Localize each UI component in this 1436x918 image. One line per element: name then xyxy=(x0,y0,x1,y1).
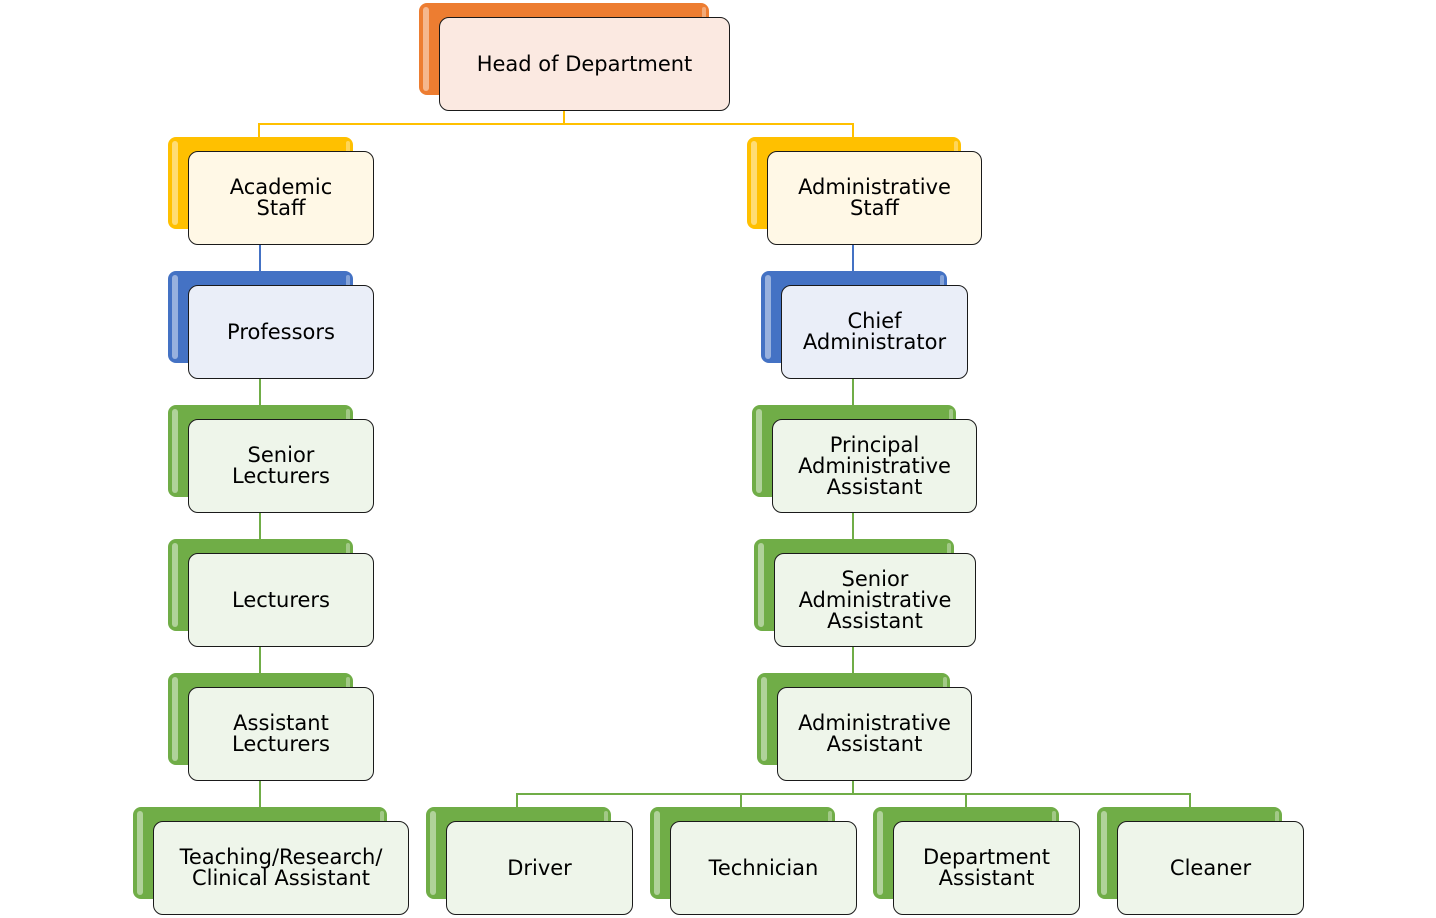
node-label: Head of Department xyxy=(476,51,693,76)
node-label: Lecturers xyxy=(231,587,330,612)
node-label: Driver xyxy=(507,855,572,880)
node-label: Cleaner xyxy=(1169,855,1252,880)
node-label: Administrative Assistant xyxy=(798,711,951,756)
node-label: Senior Lecturers xyxy=(231,443,330,488)
connector-head-branch xyxy=(258,123,854,137)
node-label: Professors xyxy=(227,319,335,344)
node-label: Assistant Lecturers xyxy=(231,711,330,756)
node-label: Principal Administrative Assistant xyxy=(798,432,951,499)
connector-bottom-branch xyxy=(516,793,1191,807)
node-label: Technician xyxy=(708,855,819,880)
node-label: Administrative Staff xyxy=(798,175,951,220)
node-label: Senior Administrative Assistant xyxy=(798,566,952,633)
node-label: Teaching/Research/ Clinical Assistant xyxy=(179,845,383,890)
node-label: Chief Administrator xyxy=(802,309,947,354)
node-label: Academic Staff xyxy=(229,175,333,220)
node-label: Department Assistant xyxy=(922,845,1051,890)
